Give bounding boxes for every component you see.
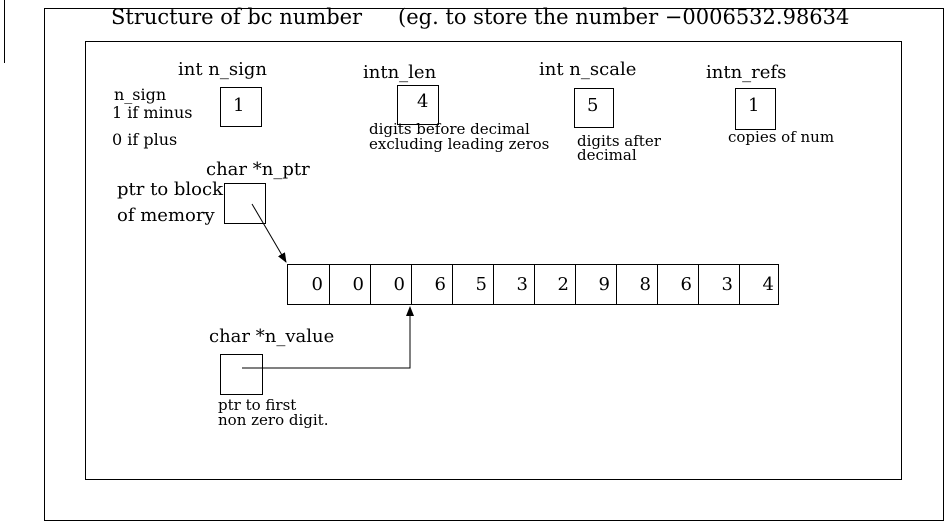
n-value-desc-line1: ptr to first (218, 396, 297, 414)
n-value-box (220, 354, 263, 395)
digit-cell: 8 (616, 265, 657, 305)
n-refs-desc: copies of num (728, 128, 835, 146)
n-sign-desc-plus: 0 if plus (112, 130, 178, 149)
n-ptr-desc-line1: ptr to block (117, 179, 223, 200)
n-len-desc-line2: excluding leading zeros (369, 135, 550, 153)
n-scale-desc-line2: decimal (577, 146, 637, 164)
diagram-example: (eg. to store the number −0006532.98634 (398, 5, 850, 29)
n-len-box: 4 (397, 85, 439, 125)
n-sign-box: 1 (220, 87, 262, 127)
n-refs-box: 1 (735, 88, 776, 130)
digit-cell: 3 (493, 265, 534, 305)
n-ptr-box (224, 183, 266, 224)
n-ptr-desc-line2: of memory (117, 205, 215, 226)
n-len-declaration: intn_len (363, 62, 437, 83)
n-scale-value: 5 (587, 95, 599, 116)
n-refs-declaration: intn_refs (706, 62, 787, 83)
n-sign-desc-title: n_sign (114, 85, 167, 104)
digit-cell: 0 (311, 274, 323, 295)
n-sign-declaration: int n_sign (178, 59, 268, 80)
n-scale-declaration: int n_scale (539, 59, 637, 80)
n-len-value: 4 (417, 91, 429, 112)
n-value-desc-line2: non zero digit. (218, 411, 329, 429)
n-ptr-arrow (251, 203, 287, 263)
digit-cell: 4 (739, 265, 780, 305)
digit-cell: 6 (657, 265, 698, 305)
digit-cell: 0 (329, 265, 370, 305)
n-sign-value: 1 (233, 95, 245, 116)
n-value-arrow (242, 306, 414, 369)
digit-cell: 5 (452, 265, 493, 305)
digit-cell: 9 (575, 265, 616, 305)
n-refs-value: 1 (748, 95, 760, 116)
n-scale-desc-line1: digits after (577, 132, 661, 150)
diagram-title: Structure of bc number (111, 5, 363, 29)
n-scale-box: 5 (574, 88, 614, 128)
left-edge-mark (0, 0, 5, 63)
digit-cell: 6 (411, 265, 452, 305)
inner-frame (85, 41, 902, 480)
digit-cell: 3 (698, 265, 739, 305)
n-ptr-declaration: char *n_ptr (206, 159, 310, 180)
digit-cell: 2 (534, 265, 575, 305)
digit-cell: 0 (370, 265, 411, 305)
n-sign-desc-minus: 1 if minus (112, 103, 193, 122)
n-len-desc-line1: digits before decimal (369, 120, 530, 138)
n-value-declaration: char *n_value (209, 326, 335, 347)
